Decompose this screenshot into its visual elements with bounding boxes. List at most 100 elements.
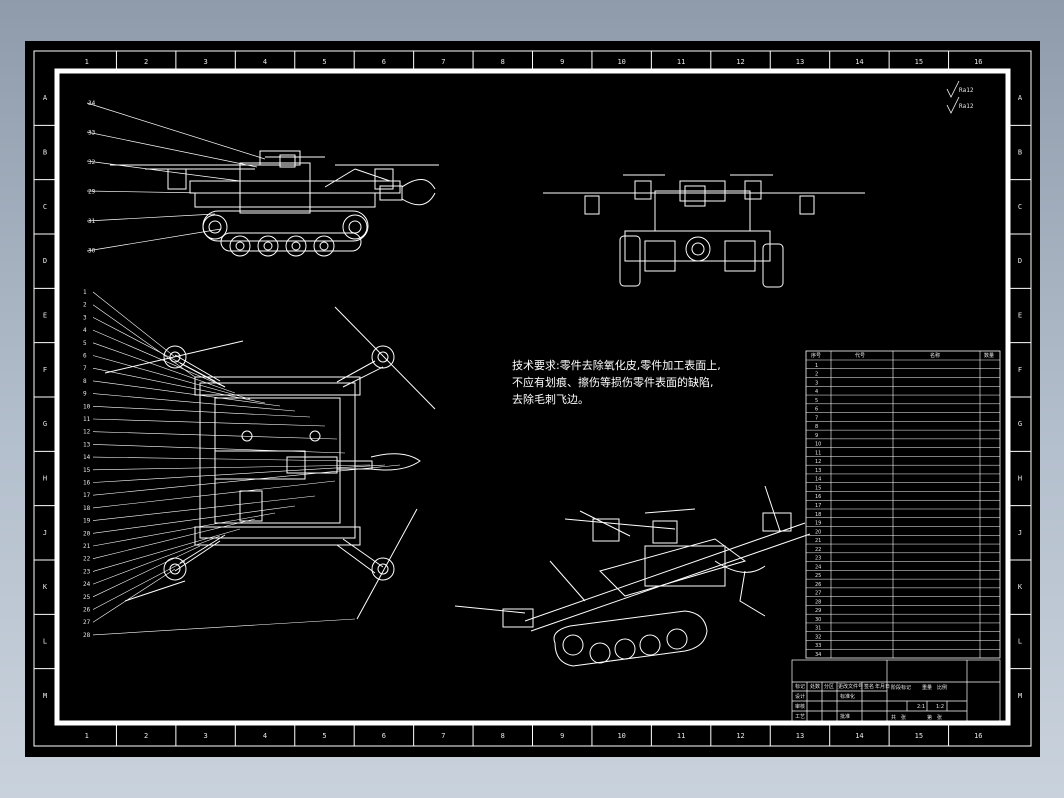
title-label-design: 设计 — [795, 693, 805, 700]
zone-column-label: 8 — [501, 732, 505, 740]
zone-row-label: E — [1018, 312, 1022, 320]
title-label-stage: 阶段标记 — [891, 684, 911, 691]
part-number: 8 — [83, 378, 87, 385]
part-number: 10 — [83, 403, 91, 410]
bom-row-index: 2 — [815, 372, 818, 378]
zone-row-label: J — [43, 529, 47, 537]
bom-row-index: 11 — [815, 450, 821, 456]
leader-line — [92, 495, 316, 521]
zone-row-label: H — [43, 475, 47, 483]
title-scale-value: 2:1 — [917, 704, 925, 710]
zone-row-label: B — [43, 149, 47, 157]
part-number: 5 — [83, 340, 87, 347]
leader-line — [92, 512, 276, 547]
zone-column-label: 10 — [617, 58, 625, 66]
bom-row-index: 12 — [815, 459, 821, 465]
leader-line — [92, 329, 226, 388]
zone-row-label: F — [43, 366, 47, 374]
title-label-number: 第 — [927, 714, 932, 721]
leader-line — [92, 464, 371, 471]
part-number: 7 — [83, 365, 87, 372]
bom-row-index: 24 — [815, 564, 821, 570]
bom-row-index: 1 — [815, 363, 818, 369]
zone-column-label: 6 — [382, 58, 386, 66]
title-label-count: 处数 — [810, 683, 820, 690]
part-number: 26 — [83, 607, 91, 614]
leader-line — [92, 535, 221, 585]
leader-line — [92, 568, 176, 623]
bom-row-index: 14 — [815, 477, 821, 483]
bom-row-index: 34 — [815, 652, 821, 658]
leader-line — [92, 456, 356, 462]
title-label-total: 共 — [891, 714, 896, 721]
title-label-sheet: 张 — [937, 714, 942, 721]
zone-column-label: 12 — [736, 58, 744, 66]
zone-row-label: C — [1018, 203, 1022, 211]
part-number: 20 — [83, 530, 91, 537]
bom-row-index: 15 — [815, 485, 821, 491]
leader-line — [92, 545, 201, 598]
title-label-zone: 分区 — [824, 683, 834, 690]
zone-column-label: 2 — [144, 732, 148, 740]
bom-row-index: 6 — [815, 407, 818, 413]
bom-row-index: 29 — [815, 608, 821, 614]
bom-row-index: 27 — [815, 591, 821, 597]
roughness-value: Ra12 — [959, 103, 974, 110]
leader-line — [92, 464, 401, 496]
bom-row-index: 28 — [815, 599, 821, 605]
zone-column-label: 14 — [855, 732, 863, 740]
zone-column-label: 3 — [203, 58, 207, 66]
part-number: 12 — [83, 429, 91, 436]
leader-line — [92, 317, 216, 382]
leader-line — [92, 355, 251, 400]
bom-row-index: 19 — [815, 521, 821, 527]
bom-row-index: 5 — [815, 398, 818, 404]
zone-column-label: 11 — [677, 58, 685, 66]
leader-line — [92, 367, 266, 404]
zone-column-label: 3 — [203, 732, 207, 740]
part-number: 25 — [83, 594, 91, 601]
bom-row-index: 25 — [815, 573, 821, 579]
zone-row-label: A — [1018, 94, 1023, 102]
bom-row-index: 13 — [815, 468, 821, 474]
zone-column-label: 4 — [263, 58, 267, 66]
zone-column-label: 5 — [322, 58, 326, 66]
leader-line — [92, 342, 236, 394]
leader-line — [92, 291, 176, 358]
zone-row-label: H — [1018, 475, 1022, 483]
title-label-review: 审核 — [795, 703, 805, 710]
zone-column-label: 7 — [441, 732, 445, 740]
part-number: 28 — [83, 632, 91, 639]
tech-req-line-2: 不应有划痕、擦伤等损伤零件表面的缺陷, — [512, 375, 714, 389]
part-number: 22 — [83, 556, 91, 563]
part-number: 29 — [88, 189, 96, 196]
bom-table: 序号 代号 名称 数量 1234567891011121314151617181… — [805, 350, 1001, 659]
zone-column-label: 16 — [974, 732, 982, 740]
zone-column-label: 9 — [560, 58, 564, 66]
part-number: 1 — [83, 289, 87, 296]
part-number: 34 — [88, 100, 96, 107]
bom-row-index: 3 — [815, 380, 818, 386]
bom-header-code: 代号 — [855, 352, 865, 359]
bom-row-index: 33 — [815, 643, 821, 649]
zone-column-label: 2 — [144, 58, 148, 66]
leader-line — [92, 528, 241, 572]
part-number: 11 — [83, 416, 91, 423]
part-number: 17 — [83, 492, 91, 499]
title-block — [791, 659, 1001, 723]
front-view — [543, 174, 865, 288]
bom-row-index: 31 — [815, 626, 821, 632]
zone-row-label: E — [43, 312, 47, 320]
part-number: 15 — [83, 467, 91, 474]
part-number: 21 — [83, 543, 91, 550]
part-number: 4 — [83, 327, 87, 334]
top-view-leaders — [92, 291, 401, 636]
part-number: 30 — [88, 248, 96, 255]
zone-column-label: 1 — [85, 58, 89, 66]
title-label-date: 年月日 — [875, 683, 890, 690]
zone-row-label: A — [43, 94, 48, 102]
zone-row-label: M — [43, 692, 47, 700]
title-sheet-value: 1:2 — [936, 704, 944, 710]
zone-column-label: 10 — [617, 732, 625, 740]
